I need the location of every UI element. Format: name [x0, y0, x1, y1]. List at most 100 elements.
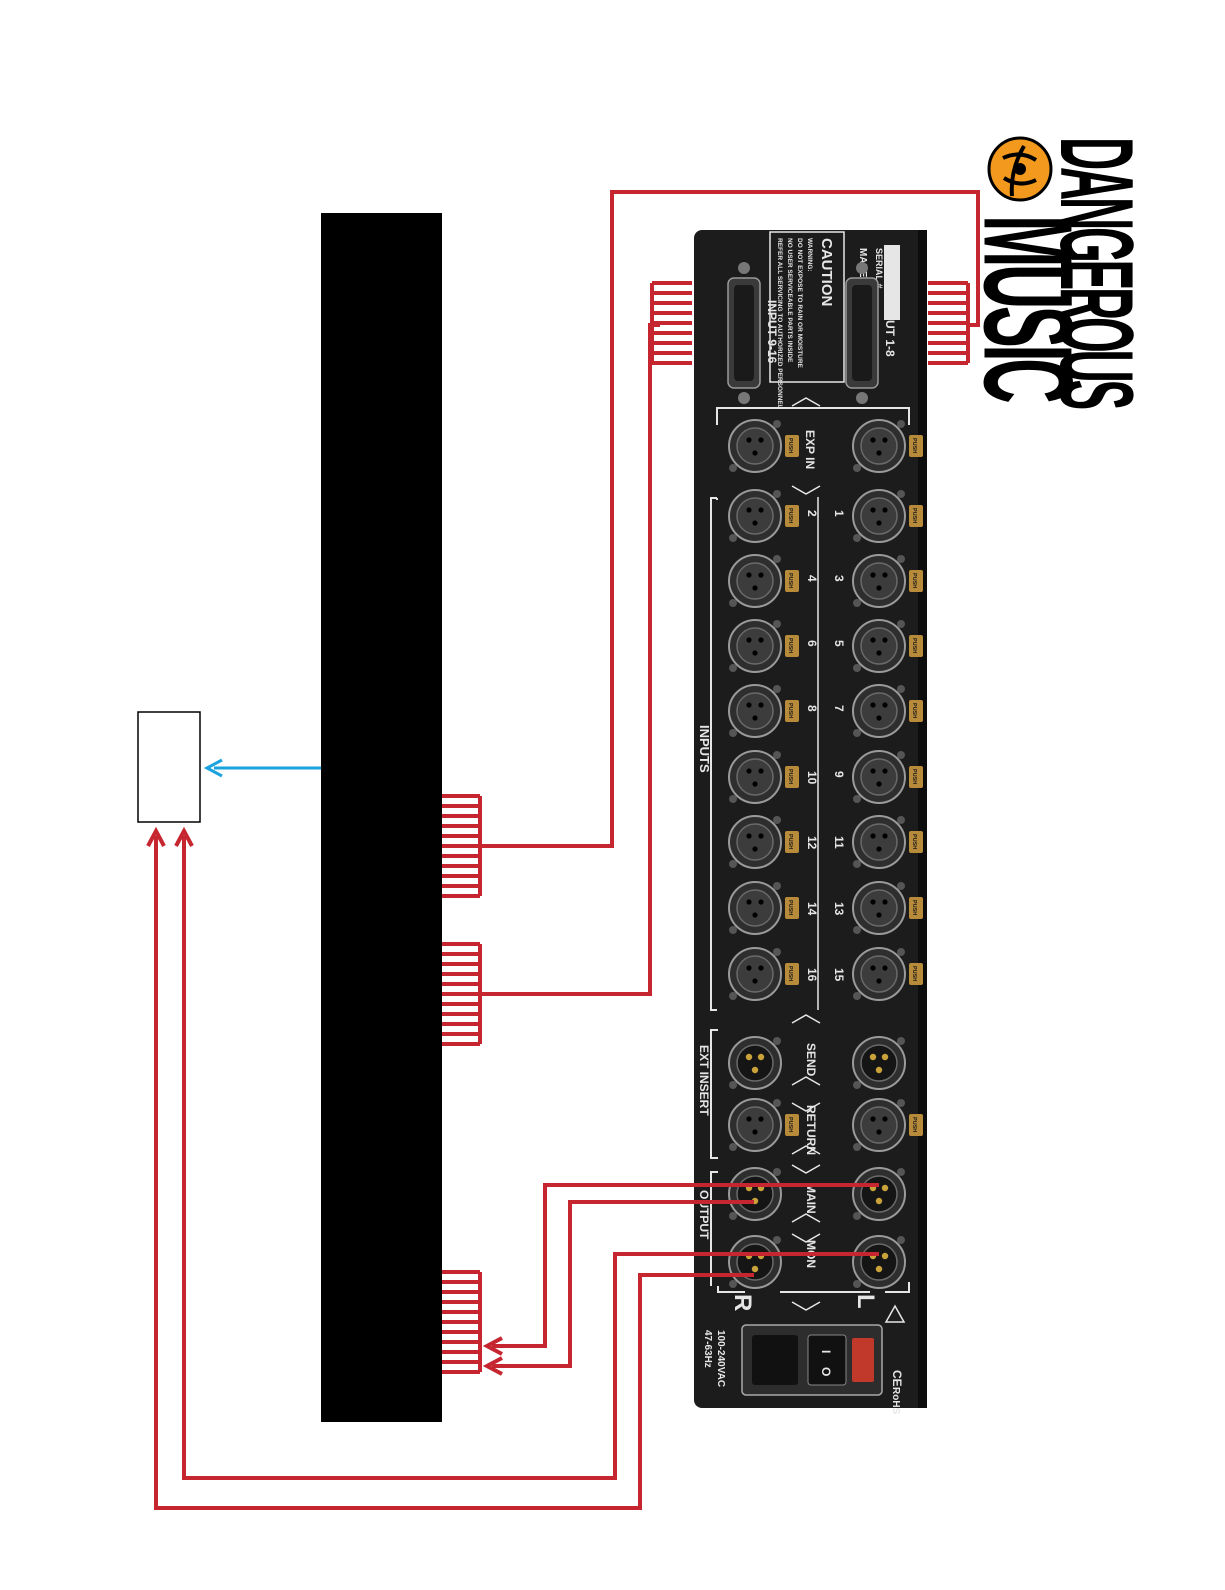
xlr-face [736, 627, 774, 665]
push-tab [785, 897, 799, 919]
mount-screw-icon [773, 882, 781, 890]
xlr-pin [752, 846, 758, 852]
signal-arrow-head [203, 758, 223, 778]
xlr-face [736, 497, 774, 535]
xlr-female-input-6[interactable]: PUSH [728, 619, 799, 673]
xlr-pin [875, 1265, 883, 1273]
xlr-female-input-3[interactable]: PUSH [852, 554, 923, 608]
push-tab [909, 897, 923, 919]
xlr-pin [746, 965, 752, 971]
mount-screw-icon [897, 751, 905, 759]
xlr-female-input-9[interactable]: PUSH [852, 750, 923, 804]
xlr-pin [752, 912, 758, 918]
xlr-female-input-8[interactable]: PUSH [728, 684, 799, 738]
mount-screw-icon [729, 795, 737, 803]
cable-arrowhead-main-left [482, 1336, 503, 1356]
xlr-pin [758, 637, 764, 643]
channel-number-odd: 5 [832, 640, 846, 647]
xlr-pin [882, 768, 888, 774]
xlr-pin [758, 768, 764, 774]
mount-screw-icon [773, 420, 781, 428]
push-tab [785, 635, 799, 657]
xlr-male-mon-right[interactable] [728, 1235, 782, 1289]
push-label: PUSH [911, 834, 917, 849]
push-latch: PUSH [785, 1114, 799, 1136]
power-switch[interactable] [807, 1334, 847, 1386]
push-latch: PUSH [785, 435, 799, 457]
xlr-pin [870, 437, 876, 443]
mount-screw-icon [897, 490, 905, 498]
cable-arrowhead-mon-left [174, 826, 194, 847]
push-tab [909, 766, 923, 788]
recorder-box [137, 711, 201, 823]
xlr-female-input-15[interactable]: PUSH [852, 947, 923, 1001]
xlr-pin [882, 437, 888, 443]
xlr-female-exp-in-right[interactable]: PUSH [728, 419, 799, 473]
mount-screw-icon [729, 926, 737, 934]
voltage-label: 100-240VAC [715, 1330, 726, 1387]
mount-screw-icon [853, 795, 861, 803]
mount-screw-icon [773, 1168, 781, 1176]
push-label: PUSH [787, 703, 793, 718]
xlr-female-input-4[interactable]: PUSH [728, 554, 799, 608]
xlr-male-main-left[interactable] [852, 1167, 906, 1221]
mount-screw-icon [897, 1099, 905, 1107]
xlr-male-send-right[interactable] [728, 1036, 782, 1090]
xlr-female-input-16[interactable]: PUSH [728, 947, 799, 1001]
mount-screw-icon [729, 464, 737, 472]
push-tab [909, 700, 923, 722]
xlr-pin [870, 572, 876, 578]
push-latch: PUSH [785, 831, 799, 853]
xlr-face [860, 692, 898, 730]
mount-screw-icon [897, 816, 905, 824]
xlr-female-input-13[interactable]: PUSH [852, 881, 923, 935]
mount-screw-icon [729, 729, 737, 737]
xlr-pin [751, 1265, 759, 1273]
dsub-label-9-16: INPUT 9-16 [765, 300, 779, 364]
channel-number-odd: 3 [832, 575, 846, 582]
mount-screw-icon [773, 1037, 781, 1045]
channel-number-even: 6 [805, 640, 819, 647]
xlr-male-main-right[interactable] [728, 1167, 782, 1221]
output-label: OUTPUT [697, 1190, 711, 1240]
xlr-female-input-2[interactable]: PUSH [728, 489, 799, 543]
mount-screw-icon [853, 599, 861, 607]
push-label: PUSH [787, 638, 793, 653]
ext-insert-bracket [710, 1029, 718, 1159]
xlr-male-send-left[interactable] [852, 1036, 906, 1090]
push-tab [785, 1114, 799, 1136]
xlr-female-return-left[interactable]: PUSH [852, 1098, 923, 1152]
xlr-female-exp-in-left[interactable]: PUSH [852, 419, 923, 473]
cable-mon-right [154, 836, 754, 1510]
xlr-female-input-1[interactable]: PUSH [852, 489, 923, 543]
xlr-face [736, 758, 774, 796]
mount-screw-icon [853, 992, 861, 1000]
xlr-pin [881, 1184, 889, 1192]
push-tab [909, 570, 923, 592]
cable-arrowhead-main-right [482, 1356, 503, 1376]
mount-screw-icon [773, 490, 781, 498]
label-chevron [791, 1102, 821, 1112]
mount-screw-icon [897, 1037, 905, 1045]
label-chevron [791, 397, 821, 407]
xlr-pin [870, 702, 876, 708]
push-latch: PUSH [785, 700, 799, 722]
caution-title: CAUTION [818, 238, 835, 306]
left-channel-label: L [852, 1294, 879, 1309]
caution-text-line: REFER ALL SERVICING TO AUTHORIZED PERSON… [776, 238, 783, 409]
label-chevron [791, 485, 821, 495]
channel-number-even: 12 [805, 836, 819, 850]
push-label: PUSH [787, 573, 793, 588]
xlr-female-input-12[interactable]: PUSH [728, 815, 799, 869]
push-label: PUSH [911, 900, 917, 915]
xlr-female-input-11[interactable]: PUSH [852, 815, 923, 869]
xlr-female-input-7[interactable]: PUSH [852, 684, 923, 738]
xlr-female-input-5[interactable]: PUSH [852, 619, 923, 673]
push-label: PUSH [787, 438, 793, 453]
xlr-male-mon-left[interactable] [852, 1235, 906, 1289]
xlr-female-input-14[interactable]: PUSH [728, 881, 799, 935]
xlr-female-return-right[interactable]: PUSH [728, 1098, 799, 1152]
cable-main-left [492, 1183, 879, 1348]
xlr-female-input-10[interactable]: PUSH [728, 750, 799, 804]
